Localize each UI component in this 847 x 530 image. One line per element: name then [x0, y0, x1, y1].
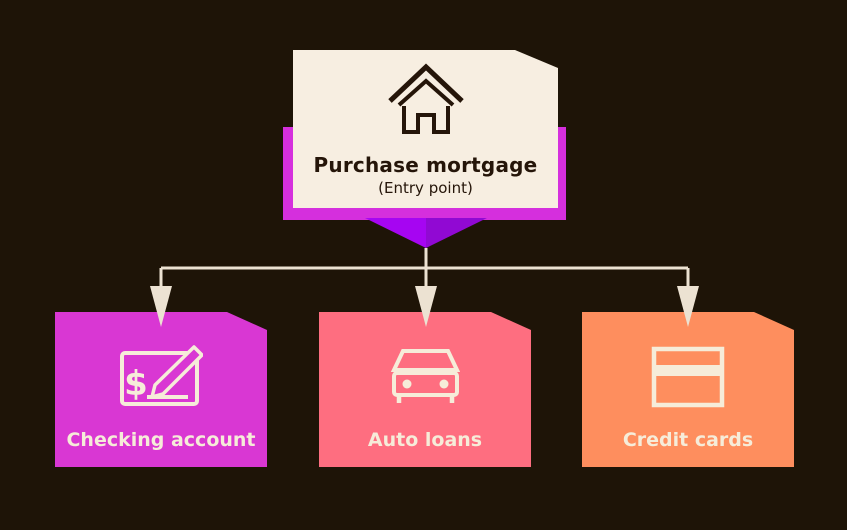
house-icon — [387, 63, 464, 134]
root-node-pointer — [365, 218, 487, 248]
check-pen-icon: $ — [120, 345, 203, 406]
child-node-checking-account[interactable]: $ Checking account — [55, 312, 267, 467]
root-node-subtitle: (Entry point) — [378, 179, 473, 197]
car-front-icon — [390, 349, 460, 403]
credit-card-icon — [651, 346, 725, 408]
pen — [150, 345, 203, 399]
pointer-right-half — [426, 218, 487, 248]
car-body — [392, 371, 459, 397]
check-outline — [120, 351, 199, 406]
root-node-title: Purchase mortgage — [313, 153, 538, 177]
dollar-sign: $ — [124, 364, 148, 404]
house-body — [401, 106, 450, 134]
child-node-label: Auto loans — [367, 429, 483, 451]
card-outline — [651, 346, 725, 408]
child-node-label: Checking account — [66, 429, 256, 451]
card-stripe — [652, 365, 724, 376]
car-headlight-right — [439, 379, 449, 389]
pointer-left-half — [365, 218, 426, 248]
car-headlight-left — [402, 379, 412, 389]
child-node-credit-cards[interactable]: Credit cards — [582, 312, 794, 467]
child-node-auto-loans[interactable]: Auto loans — [319, 312, 531, 467]
connector-lines — [159, 248, 690, 288]
child-node-label: Credit cards — [622, 429, 754, 451]
car-roof — [390, 349, 460, 372]
house-roof-outer — [387, 63, 464, 103]
root-node-purchase-mortgage[interactable]: Purchase mortgage (Entry point) — [293, 50, 558, 208]
house-roof-inner — [397, 78, 454, 107]
